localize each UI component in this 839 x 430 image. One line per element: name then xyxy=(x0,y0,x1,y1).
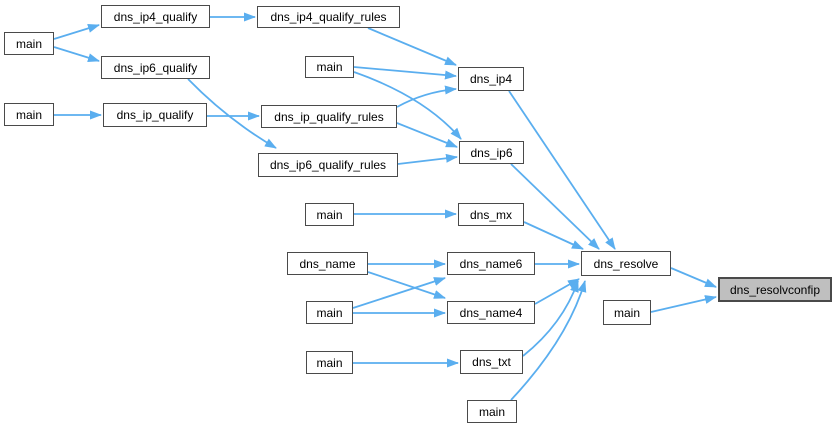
edge-dns_ip6_qualify_rules-to-dns_ip6 xyxy=(397,153,458,165)
edge-dns_name-to-dns_name4 xyxy=(367,271,446,299)
node-dns_ip6_qualify_rules[interactable]: dns_ip6_qualify_rules xyxy=(258,153,398,177)
node-main-7[interactable]: main xyxy=(467,400,517,423)
node-main-8[interactable]: main xyxy=(603,300,651,325)
edge-dns_mx-to-dns_resolve xyxy=(523,221,584,250)
edge-main-5-to-dns_name6 xyxy=(352,277,446,309)
node-dns_resolvconfip: dns_resolvconfip xyxy=(718,277,832,302)
edge-dns_resolve-to-dns_resolvconfip xyxy=(670,267,717,288)
node-dns_ip4_qualify_rules[interactable]: dns_ip4_qualify_rules xyxy=(257,6,400,28)
node-dns_ip6[interactable]: dns_ip6 xyxy=(459,141,524,164)
node-dns_name[interactable]: dns_name xyxy=(287,252,368,275)
edge-dns_ip_qualify_rules-to-dns_ip6 xyxy=(396,122,458,148)
edge-main-3-to-dns_ip4 xyxy=(353,66,457,80)
node-dns_ip4[interactable]: dns_ip4 xyxy=(458,67,524,91)
edge-dns_ip6-to-dns_resolve xyxy=(510,163,600,250)
node-main-6[interactable]: main xyxy=(306,351,353,374)
node-main-4[interactable]: main xyxy=(305,203,354,226)
node-dns_resolve[interactable]: dns_resolve xyxy=(581,251,671,276)
edge-dns_ip4-to-dns_resolve xyxy=(508,90,616,250)
node-main-5[interactable]: main xyxy=(306,301,353,324)
edge-dns_ip_qualify_rules-to-dns_ip4 xyxy=(396,85,457,108)
node-dns_txt[interactable]: dns_txt xyxy=(460,350,523,374)
edge-dns_ip4_qualify_rules-to-dns_ip4 xyxy=(367,27,457,66)
node-dns_ip6_qualify[interactable]: dns_ip6_qualify xyxy=(101,56,210,79)
node-dns_ip_qualify_rules[interactable]: dns_ip_qualify_rules xyxy=(261,105,397,128)
edge-dns_name4-to-dns_resolve xyxy=(534,278,580,305)
node-dns_mx[interactable]: dns_mx xyxy=(458,203,524,226)
node-dns_ip4_qualify[interactable]: dns_ip4_qualify xyxy=(101,5,210,28)
node-dns_name6[interactable]: dns_name6 xyxy=(447,252,535,275)
node-main-1[interactable]: main xyxy=(4,32,54,55)
edge-dns_txt-to-dns_resolve xyxy=(522,280,579,357)
edge-main-7-to-dns_resolve xyxy=(510,280,587,401)
node-main-2[interactable]: main xyxy=(4,103,54,126)
edge-main-1-to-dns_ip6_qualify xyxy=(53,46,100,63)
node-dns_ip_qualify[interactable]: dns_ip_qualify xyxy=(103,103,207,127)
node-main-3[interactable]: main xyxy=(305,56,354,78)
edge-main-1-to-dns_ip4_qualify xyxy=(53,23,100,40)
edge-main-3-to-dns_ip6 xyxy=(353,71,462,140)
node-dns_name4[interactable]: dns_name4 xyxy=(447,301,535,324)
edge-main-8-to-dns_resolvconfip xyxy=(650,295,717,313)
